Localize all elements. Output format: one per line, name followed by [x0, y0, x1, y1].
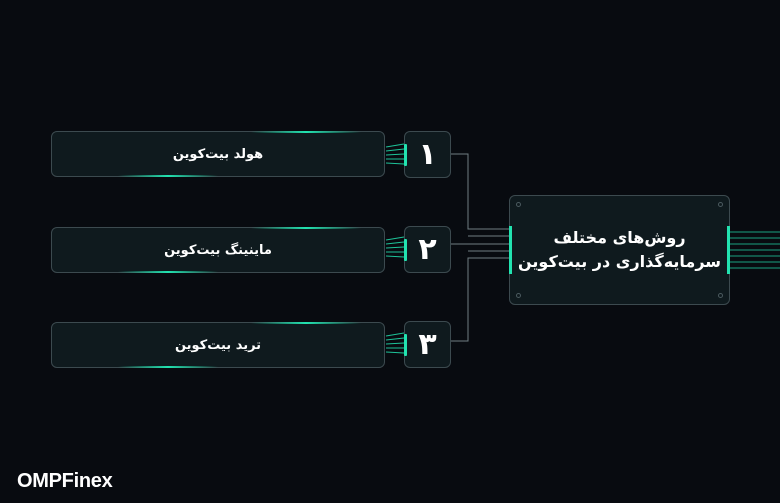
number-box-2: ۲	[404, 226, 451, 273]
title-line-1: روش‌های مختلف	[553, 228, 686, 247]
item-label-1: هولد بیت‌کوین	[172, 146, 264, 162]
glow-fan-2	[385, 236, 405, 258]
number-box-3: ۳	[404, 321, 451, 368]
item-box-2: ماینینگ بیت‌کوین	[51, 227, 385, 273]
glow-fan-3	[385, 332, 405, 354]
glow-fan-1	[385, 143, 405, 165]
brand-logo: OMPFinex	[17, 470, 113, 493]
item-label-3: ترید بیت‌کوین	[174, 337, 262, 353]
title-box: روش‌های مختلف سرمایه‌گذاری در بیت‌کوین	[509, 195, 730, 305]
item-box-3: ترید بیت‌کوین	[51, 322, 385, 368]
number-1: ۱	[418, 137, 437, 172]
number-box-1: ۱	[404, 131, 451, 178]
item-box-1: هولد بیت‌کوین	[51, 131, 385, 177]
number-3: ۳	[418, 327, 437, 362]
title-line-2: سرمایه‌گذاری در بیت‌کوین	[518, 252, 721, 271]
logo-text: OMPFinex	[17, 470, 113, 492]
number-2: ۲	[418, 232, 437, 267]
connector-3	[451, 257, 509, 342]
connector-1	[451, 153, 509, 230]
item-label-2: ماینینگ بیت‌کوین	[164, 242, 272, 258]
glow-fan-right	[730, 231, 780, 269]
